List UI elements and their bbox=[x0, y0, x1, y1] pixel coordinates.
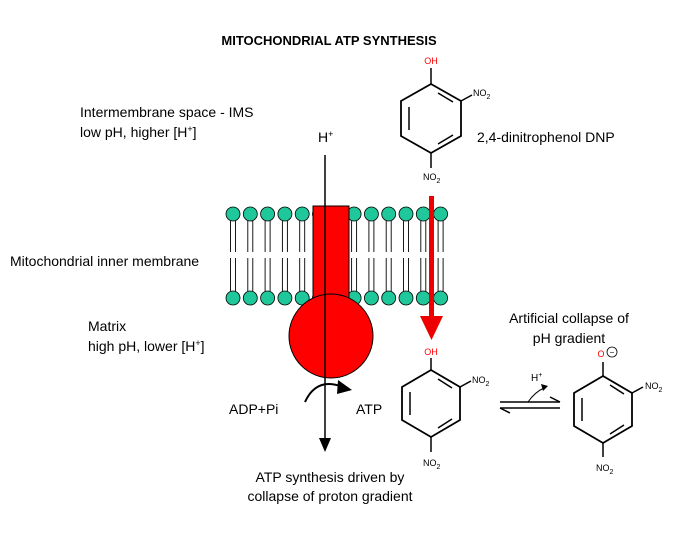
equilibrium-arrows: H+ bbox=[499, 372, 561, 414]
lipid-head bbox=[294, 206, 310, 222]
lipid-head bbox=[381, 290, 397, 306]
lipid-head bbox=[242, 290, 258, 306]
o-label: O bbox=[597, 349, 604, 359]
proton-flow-arrowhead bbox=[319, 438, 331, 452]
lipid-head bbox=[225, 206, 241, 222]
matrix-label-line1: Matrix bbox=[88, 318, 126, 334]
ims-label-line1: Intermembrane space - IMS bbox=[80, 104, 254, 120]
lipid-head bbox=[242, 206, 258, 222]
no2-label: NO2 bbox=[645, 381, 663, 394]
phenolate-molecule: O − NO2 NO2 bbox=[573, 346, 663, 476]
no2-label: NO2 bbox=[473, 88, 491, 101]
collapse-label-line1: Artificial collapse of bbox=[509, 310, 629, 326]
dnp-transport-arrowhead bbox=[420, 316, 443, 340]
caption-line2: collapse of proton gradient bbox=[248, 488, 413, 504]
lipid-head bbox=[381, 206, 397, 222]
dnp-label: 2,4-dinitrophenol DNP bbox=[477, 129, 615, 145]
lipid-head bbox=[363, 290, 379, 306]
no2-label: NO2 bbox=[423, 458, 441, 471]
proton-label: H+ bbox=[318, 129, 333, 145]
dnp-molecule-matrix: OH NO2 NO2 bbox=[401, 347, 490, 471]
dnp-molecule-top: OH NO2 NO2 bbox=[400, 56, 491, 185]
lipid-head bbox=[433, 290, 449, 306]
adp-to-atp-arrowhead bbox=[337, 380, 352, 394]
adp-label: ADP+Pi bbox=[229, 401, 278, 417]
oh-label: OH bbox=[424, 347, 438, 357]
ims-label-line2: low pH, higher [H+] bbox=[80, 124, 197, 140]
no2-label: NO2 bbox=[423, 172, 441, 185]
lipid-head bbox=[415, 290, 431, 306]
oh-label: OH bbox=[424, 56, 438, 66]
lipid-head bbox=[363, 206, 379, 222]
membrane-label: Mitochondrial inner membrane bbox=[10, 253, 199, 269]
lipid-head bbox=[225, 290, 241, 306]
negative-charge-circle bbox=[606, 346, 618, 358]
atp-label: ATP bbox=[356, 401, 382, 417]
adp-to-atp-arrow bbox=[304, 383, 341, 403]
caption-line1: ATP synthesis driven by bbox=[256, 469, 405, 485]
lipid-head bbox=[415, 206, 431, 222]
lipid-head bbox=[398, 290, 414, 306]
lipid-head bbox=[277, 206, 293, 222]
diagram-title: MITOCHONDRIAL ATP SYNTHESIS bbox=[221, 33, 437, 48]
lipid-head bbox=[260, 290, 276, 306]
dnp-transport-arrow bbox=[429, 196, 434, 318]
no2-label: NO2 bbox=[596, 463, 614, 476]
equilibrium-proton-label: H+ bbox=[531, 372, 542, 384]
collapse-label-line2: pH gradient bbox=[533, 330, 605, 346]
no2-label: NO2 bbox=[472, 375, 490, 388]
atp-synthase-head bbox=[288, 293, 374, 379]
negative-charge-sign: − bbox=[610, 348, 615, 357]
lipid-head bbox=[433, 206, 449, 222]
lipid-head bbox=[398, 206, 414, 222]
lipid-head bbox=[277, 290, 293, 306]
proton-channel bbox=[312, 205, 350, 303]
lipid-head bbox=[260, 206, 276, 222]
matrix-label-line2: high pH, lower [H+] bbox=[88, 338, 205, 354]
